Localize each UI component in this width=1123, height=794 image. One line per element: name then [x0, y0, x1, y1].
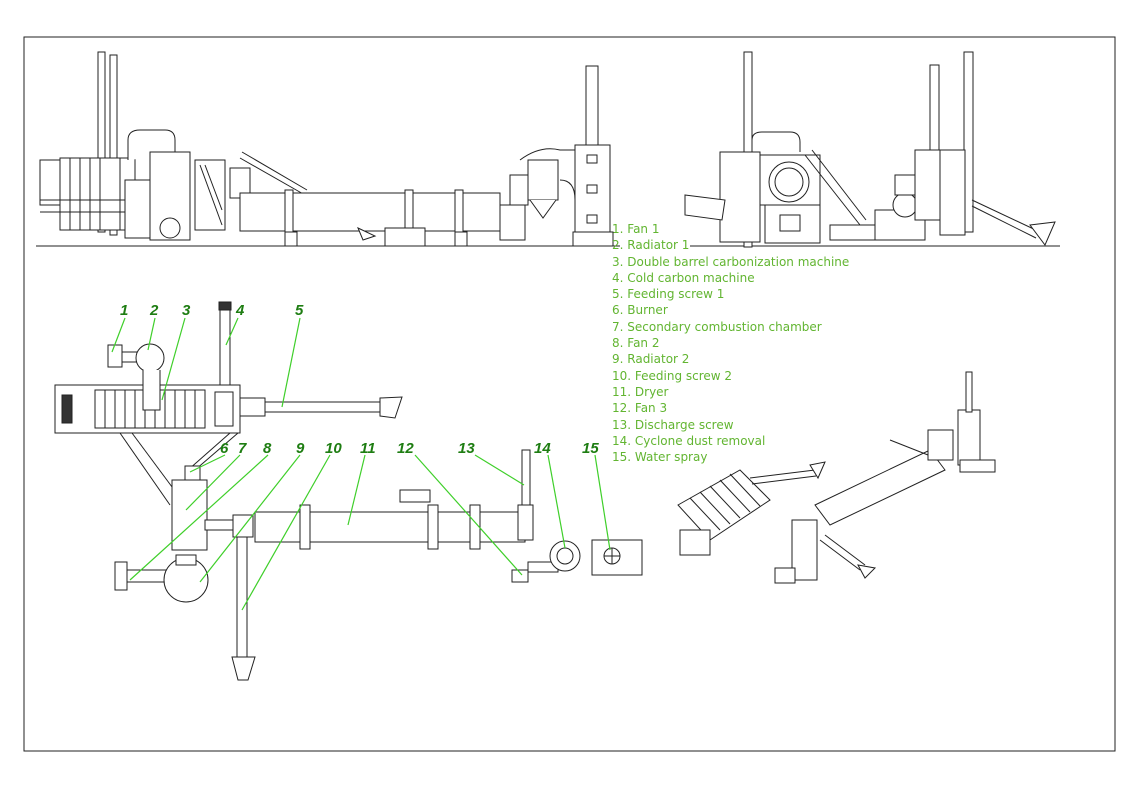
legend-item: 10. Feeding screw 2: [612, 368, 733, 383]
legend-item: 6. Burner: [612, 303, 668, 318]
callout-number-12: 12: [397, 440, 414, 457]
callout-number-8: 8: [263, 440, 272, 457]
legend-item: 11. Dryer: [612, 384, 669, 399]
legend-item: 9. Radiator 2: [612, 352, 690, 367]
callout-number-4: 4: [236, 302, 245, 319]
component-legend: 1. Fan 1 2. Radiator 1 3. Double barrel …: [612, 221, 849, 465]
legend-item: 1. Fan 1: [612, 222, 660, 236]
drawing-frame: [23, 36, 1116, 752]
legend-item: 8. Fan 2: [612, 336, 660, 351]
callout-number-15: 15: [582, 440, 599, 457]
legend-item: 4. Cold carbon machine: [612, 270, 755, 285]
callout-number-1: 1: [120, 302, 129, 319]
legend-item: 5. Feeding screw 1: [612, 287, 725, 302]
legend-item: 12. Fan 3: [612, 401, 668, 416]
callout-leaders: [111, 317, 611, 611]
legend-item: 15. Water spray: [612, 450, 708, 465]
callout-number-14: 14: [534, 440, 551, 457]
legend-item: 14. Cyclone dust removal: [612, 433, 766, 448]
isometric-view: [677, 371, 996, 584]
callout-number-11: 11: [360, 440, 376, 457]
legend-item: 7. Secondary combustion chamber: [612, 319, 822, 334]
callout-number-6: 6: [220, 440, 229, 457]
legend-item: 13. Discharge screw: [612, 417, 734, 432]
side-elevation-view: [684, 51, 1060, 248]
callout-number-3: 3: [182, 302, 191, 319]
callout-number-10: 10: [325, 440, 342, 457]
front-elevation-view: [36, 51, 620, 247]
plan-view: [54, 301, 643, 681]
callout-number-7: 7: [238, 440, 247, 457]
legend-item: 3. Double barrel carbonization machine: [612, 254, 850, 269]
callout-number-5: 5: [295, 302, 304, 319]
callout-number-9: 9: [296, 440, 305, 457]
callout-number-2: 2: [150, 302, 159, 319]
legend-item: 2. Radiator 1: [612, 238, 690, 253]
callout-number-13: 13: [458, 440, 475, 457]
